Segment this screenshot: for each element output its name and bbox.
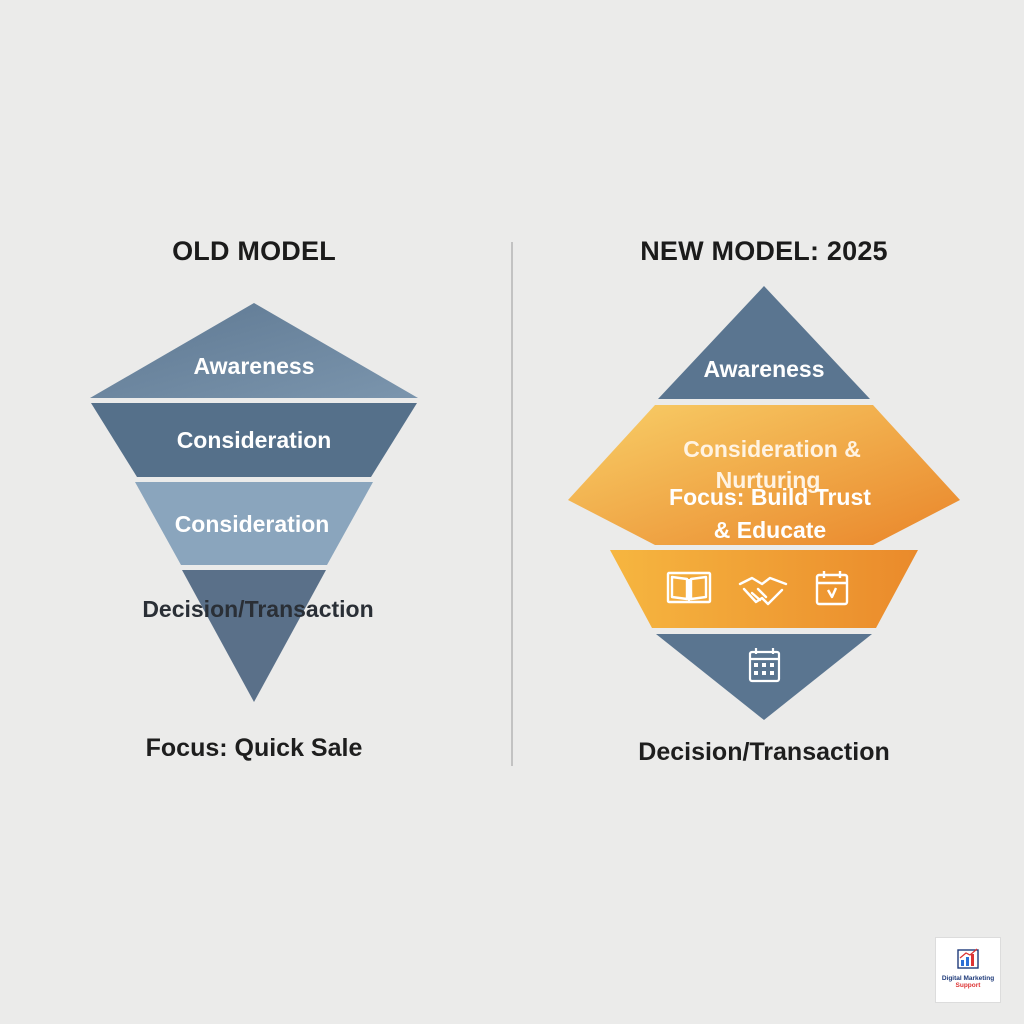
handshake-icon: [738, 576, 788, 606]
new-label-focus-line2: & Educate: [714, 517, 826, 543]
brand-logo: Digital Marketing Support: [935, 937, 1001, 1003]
logo-line-1: Digital Marketing: [941, 975, 995, 982]
logo-line-2: Support: [955, 982, 981, 989]
old-label-consideration-2: Consideration: [175, 511, 330, 537]
new-label-consideration-line1: Consideration &: [683, 436, 861, 462]
old-label-consideration-1: Consideration: [177, 427, 332, 453]
book-icon: [666, 571, 712, 604]
new-model-title: NEW MODEL: 2025: [640, 236, 888, 266]
new-stage-icons-band: [610, 550, 918, 628]
new-label-awareness: Awareness: [703, 356, 824, 382]
old-stage-decision: [182, 570, 326, 702]
old-label-awareness: Awareness: [193, 353, 314, 379]
old-model-title: OLD MODEL: [172, 236, 336, 266]
calendar-grid-icon: [748, 648, 781, 683]
new-stage-decision: [656, 634, 872, 720]
center-divider: [511, 242, 513, 766]
old-model-funnel: Awareness Consideration Consideration De…: [90, 303, 418, 702]
old-model-focus: Focus: Quick Sale: [145, 734, 363, 762]
calendar-icon: [815, 571, 849, 606]
chart-logo-icon: [957, 948, 979, 969]
old-stage-awareness: [90, 303, 418, 398]
new-stage-consideration-nurturing: [568, 405, 960, 545]
new-model-diamond: Awareness Consideration & Nurturing Focu…: [568, 286, 960, 720]
new-label-consideration-line2: Nurturing: [716, 467, 821, 493]
new-label-focus-line1: Focus: Build Trust: [669, 484, 871, 510]
old-stage-consideration-1: [91, 403, 417, 477]
old-stage-consideration-2: [135, 482, 373, 565]
new-model-decision-caption: Decision/Transaction: [638, 738, 890, 766]
old-label-decision: Decision/Transaction: [142, 596, 373, 622]
new-stage-awareness: [658, 286, 870, 399]
